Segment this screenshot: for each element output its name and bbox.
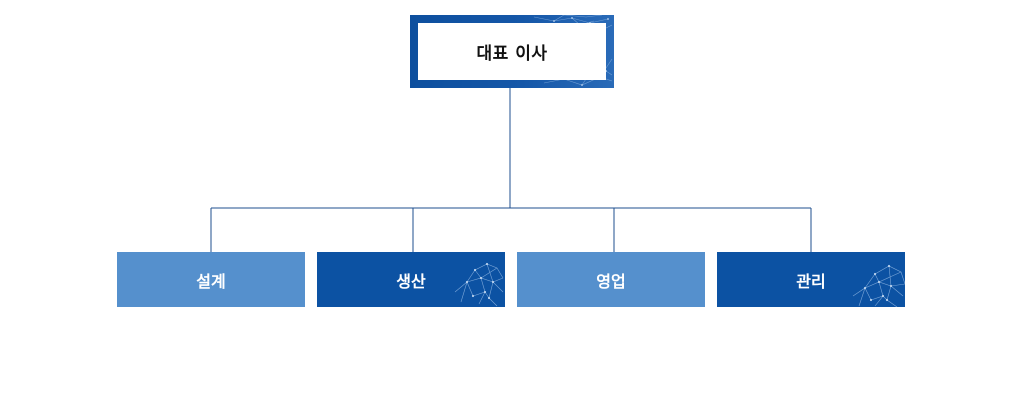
network-pattern-decoration xyxy=(852,264,905,307)
ceo-node[interactable]: 대표 이사 xyxy=(410,15,614,88)
dept-node-production[interactable]: 생산 xyxy=(317,252,505,307)
ceo-label-panel: 대표 이사 xyxy=(418,23,606,80)
dept-label-production: 생산 xyxy=(396,271,426,291)
dept-node-management[interactable]: 관리 xyxy=(717,252,905,307)
dept-label-design: 설계 xyxy=(196,271,226,291)
dept-label-management: 관리 xyxy=(796,271,826,291)
ceo-label: 대표 이사 xyxy=(476,44,548,64)
dept-node-design[interactable]: 설계 xyxy=(117,252,305,307)
dept-label-sales: 영업 xyxy=(596,271,626,291)
dept-node-sales[interactable]: 영업 xyxy=(517,252,705,307)
network-pattern-decoration xyxy=(454,262,504,307)
